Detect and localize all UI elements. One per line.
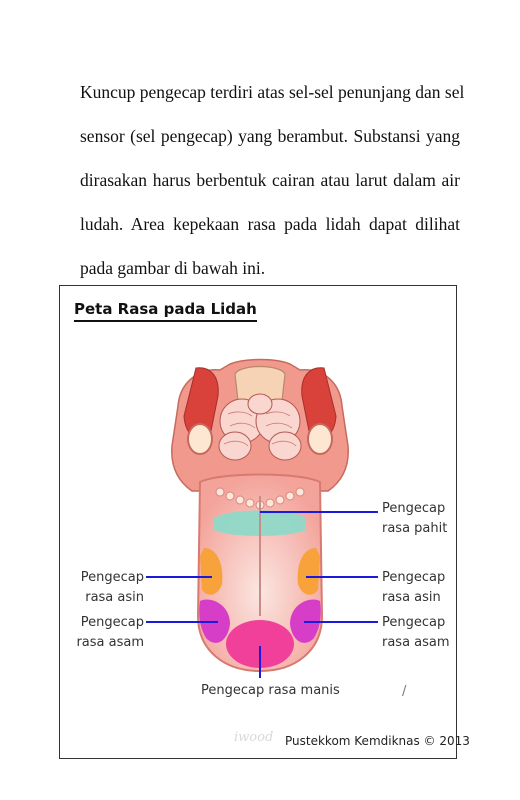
lingual-tonsil-clusters	[218, 393, 302, 461]
tongue-illustration	[146, 358, 378, 678]
image-credit: Pustekkom Kemdiknas © 2013	[285, 734, 470, 748]
right-tonsil	[307, 423, 333, 455]
circumvallate-papillae	[215, 487, 305, 510]
figure-title: Peta Rasa pada Lidah	[74, 300, 257, 322]
label-sour-left: Pengecap rasa asam	[76, 615, 144, 650]
label-bitter: Pengecap rasa pahit	[382, 501, 448, 536]
salty-zone-left	[200, 548, 223, 595]
watermark: iwood	[234, 730, 274, 745]
stray-mark: /	[402, 684, 407, 699]
paragraph-line: dirasakan harus berbentuk cairan atau la…	[80, 170, 460, 190]
paragraph-line: pada gambar di bawah ini.	[80, 258, 266, 278]
tongue-taste-map-figure: Peta Rasa pada Lidah	[59, 285, 470, 759]
label-sour-right: Pengecap rasa asam	[382, 615, 450, 650]
paragraph-line: Kuncup pengecap terdiri atas sel-sel pen…	[80, 82, 465, 102]
left-tonsil	[187, 423, 213, 455]
paragraph-line: sensor (sel pengecap) yang berambut. Sub…	[80, 126, 460, 146]
label-salty-right: Pengecap rasa asin	[382, 570, 446, 605]
label-sweet: Pengecap rasa manis	[201, 683, 340, 698]
sweet-zone	[226, 620, 294, 668]
pointer-lines	[146, 511, 378, 678]
intro-paragraph: Kuncup pengecap terdiri atas sel-sel pen…	[80, 70, 465, 290]
salty-zone-right	[297, 548, 320, 595]
label-salty-left: Pengecap rasa asin	[80, 570, 144, 605]
paragraph-line: ludah. Area kepekaan rasa pada lidah dap…	[80, 214, 460, 234]
